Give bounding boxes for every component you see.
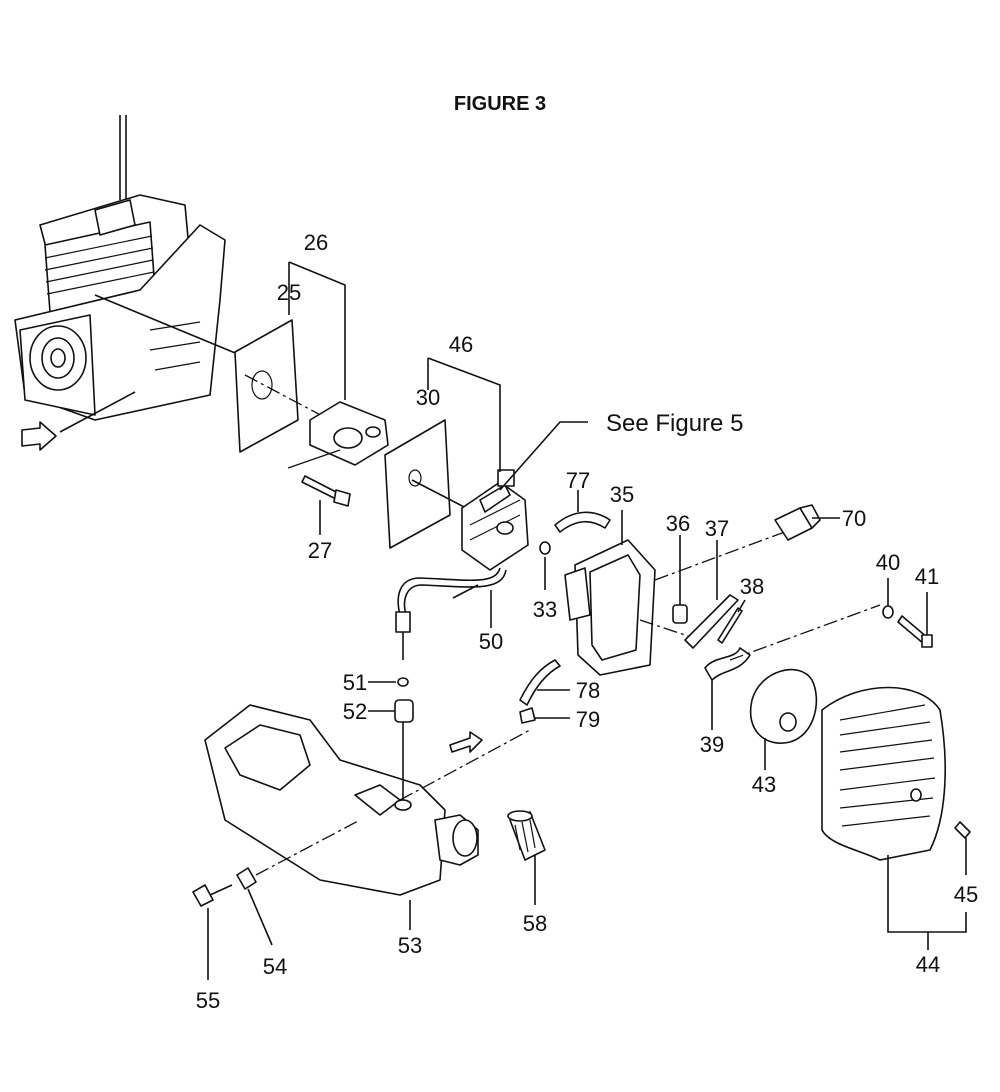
label-41: 41 — [915, 564, 939, 589]
label-53: 53 — [398, 933, 422, 958]
label-55: 54 — [263, 954, 287, 979]
bolt-58 — [192, 884, 214, 907]
label-38: 38 — [740, 574, 764, 599]
air-filter-43 — [749, 668, 818, 770]
label-25: 25 — [277, 280, 301, 305]
label-26: 26 — [304, 230, 328, 255]
label-58: 55 — [196, 988, 220, 1013]
air-cleaner-cover-44 — [821, 686, 971, 950]
label-30: 30 — [416, 385, 440, 410]
fuel-cap-54 — [507, 810, 546, 905]
label-51: 51 — [343, 670, 367, 695]
label-43: 43 — [752, 772, 776, 797]
label-77: 77 — [566, 468, 590, 493]
hose-77 — [554, 511, 611, 533]
figure-title: FIGURE 3 — [453, 93, 547, 115]
hose-78 — [519, 659, 561, 706]
grommet-55 — [236, 867, 257, 890]
o-ring-33 — [539, 541, 551, 555]
clip-38 — [717, 607, 743, 644]
label-79: 79 — [576, 707, 600, 732]
label-50: 50 — [479, 629, 503, 654]
spacer-36 — [672, 604, 688, 624]
label-54: 58 — [523, 911, 547, 936]
label-70: 70 — [842, 506, 866, 531]
air-cleaner-group — [564, 510, 791, 730]
washer-40 — [882, 605, 894, 619]
engine-assembly — [14, 115, 226, 451]
label-35: 35 — [610, 482, 634, 507]
label-44: 44 — [916, 952, 940, 977]
label-33: 33 — [533, 597, 557, 622]
screw-45 — [954, 821, 971, 839]
label-27: 27 — [308, 538, 332, 563]
carburetor-group — [384, 357, 588, 571]
plug-cap-70 — [774, 504, 840, 541]
band-39 — [704, 647, 751, 681]
label-78: 78 — [576, 678, 600, 703]
see-figure-note: See Figure 5 — [606, 410, 743, 437]
label-52: 52 — [343, 699, 367, 724]
label-36: 36 — [666, 511, 690, 536]
label-40: 40 — [876, 550, 900, 575]
label-46: 46 — [449, 332, 473, 357]
label-45: 45 — [954, 882, 978, 907]
vent-79 — [519, 707, 536, 724]
bracket-37 — [684, 594, 739, 649]
label-37: 37 — [705, 516, 729, 541]
label-39: 39 — [700, 732, 724, 757]
filter-52 — [394, 699, 414, 723]
fuel-tank-group — [204, 704, 531, 930]
fuel-line-group — [395, 567, 507, 660]
o-ring-51 — [397, 677, 409, 687]
intake-gasket-group — [94, 261, 389, 507]
